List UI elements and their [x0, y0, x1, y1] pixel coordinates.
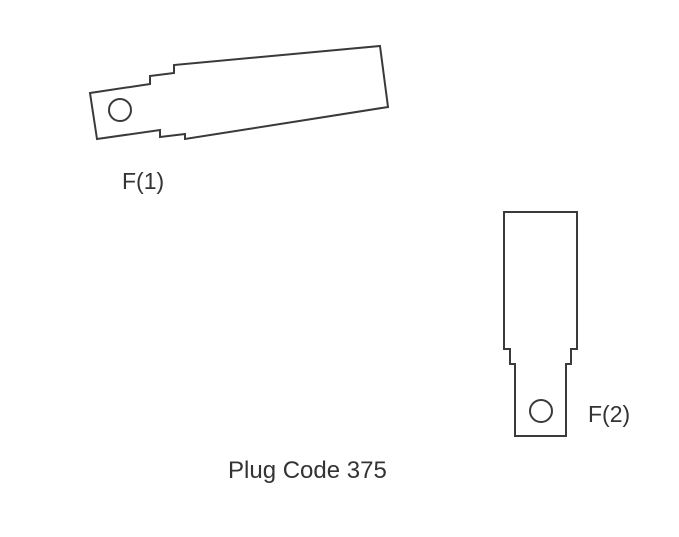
terminal-f1-outline — [88, 44, 390, 141]
terminal-f1 — [88, 44, 390, 141]
terminal-f2 — [503, 211, 578, 437]
terminal-f2-outline — [503, 211, 578, 437]
terminal-f2-hole — [529, 399, 553, 423]
terminal-f2-label: F(2) — [588, 401, 630, 427]
plug-code-caption: Plug Code 375 — [228, 457, 387, 484]
terminal-f1-hole — [108, 98, 132, 122]
terminal-f1-label: F(1) — [122, 168, 164, 194]
